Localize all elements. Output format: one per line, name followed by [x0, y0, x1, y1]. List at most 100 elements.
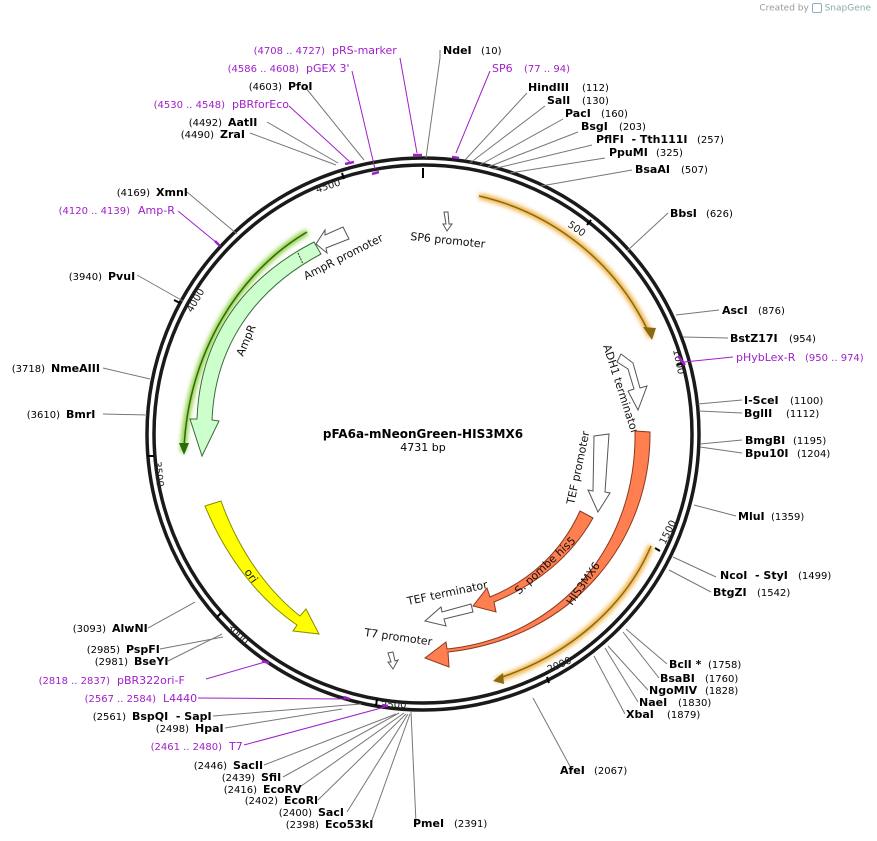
- feature-ori[interactable]: [204, 500, 320, 635]
- primer-phyblex-pos: (950 .. 974): [805, 353, 864, 364]
- site-sacii-name[interactable]: SacII: [233, 759, 263, 772]
- site-alwni-name[interactable]: AlwNI: [112, 622, 148, 635]
- primer-phyblex-name[interactable]: pHybLex-R: [736, 351, 796, 364]
- label-his3mx6: HIS3MX6: [564, 560, 603, 608]
- site-sfii-pos: (2439): [222, 773, 255, 784]
- site-bmri-name[interactable]: BmrI: [66, 408, 95, 421]
- feature-his5[interactable]: [472, 510, 594, 613]
- site-naei-name[interactable]: NaeI: [639, 696, 667, 709]
- site-btgzi-name[interactable]: BtgZI: [713, 586, 747, 599]
- site-nmeaiii-pos: (3718): [12, 364, 45, 375]
- site-bpu10i-name[interactable]: Bpu10I: [745, 447, 789, 460]
- site-asci-name[interactable]: AscI: [722, 304, 748, 317]
- site-ngomiv-name[interactable]: NgoMIV: [649, 684, 698, 697]
- primer-pbrforeco-name[interactable]: pBRforEco: [232, 98, 289, 111]
- site-sali-pos: (130): [582, 96, 609, 107]
- primer-sp6-name[interactable]: SP6: [492, 62, 513, 75]
- site-ecori-name[interactable]: EcoRI: [284, 794, 318, 807]
- site-paci-name[interactable]: PacI: [565, 107, 591, 120]
- site-iscei-name[interactable]: I-SceI: [744, 394, 779, 407]
- site-bsabi-pos: (1760): [705, 674, 738, 685]
- site-aatii-pos: (4492): [189, 118, 222, 129]
- site-ngomiv-pos: (1828): [705, 686, 738, 697]
- site-nmeaiii-name[interactable]: NmeAIII: [51, 362, 100, 375]
- label-tefpromoter: TEF promoter: [564, 430, 593, 507]
- site-hindiii-pos: (112): [582, 83, 609, 94]
- primer-prs-marker-name[interactable]: pRS-marker: [332, 44, 397, 57]
- site-aatii-name[interactable]: AatII: [228, 116, 257, 129]
- primer-l4440-name[interactable]: L4440: [163, 692, 197, 705]
- tick-4000: [173, 299, 181, 304]
- site-bseyi-name[interactable]: BseYI: [134, 655, 168, 668]
- site-ppumi-pos: (325): [656, 148, 683, 159]
- site-eco53ki-name[interactable]: Eco53kI: [325, 818, 373, 831]
- site-paci-pos: (160): [601, 109, 628, 120]
- primer-markers: [214, 153, 686, 708]
- feature-his3mx6-line-head: [493, 673, 504, 684]
- site-bglii-pos: (1112): [786, 409, 819, 420]
- primer-mark-l4440: [343, 695, 351, 701]
- feature-ampr[interactable]: [189, 241, 322, 458]
- primer-mark-pgex: [371, 170, 380, 176]
- site-ndei-name[interactable]: NdeI: [443, 44, 472, 57]
- site-ecori-pos: (2402): [245, 796, 278, 807]
- primer-pbr322ori-pos: (2818 .. 2837): [39, 676, 111, 687]
- site-pfoi-name[interactable]: PfoI: [288, 80, 313, 93]
- site-pmei-name[interactable]: PmeI: [413, 817, 444, 830]
- primer-amp-r-name[interactable]: Amp-R: [138, 204, 175, 217]
- site-ecorv-name[interactable]: EcoRV: [263, 783, 302, 796]
- site-xbai-name[interactable]: XbaI: [626, 708, 654, 721]
- site-bsgi-name[interactable]: BsgI: [581, 120, 608, 133]
- feature-tefpromoter[interactable]: [587, 433, 611, 514]
- feature-amprpromoter[interactable]: [315, 226, 350, 255]
- site-bspqi-pos: (2561): [93, 712, 126, 723]
- site-ppumi-name[interactable]: PpuMI: [609, 146, 648, 159]
- site-bbsi-name[interactable]: BbsI: [670, 207, 697, 220]
- site-bmgbi-pos: (1195): [793, 436, 826, 447]
- site-sali-name[interactable]: SalI: [547, 94, 570, 107]
- site-bsaai-name[interactable]: BsaAI: [635, 163, 670, 176]
- site-xbai-pos: (1879): [667, 710, 700, 721]
- site-zrai-pos: (4490): [181, 130, 214, 141]
- tick-2000: [546, 676, 550, 684]
- primer-pbr322ori-name[interactable]: pBR322ori-F: [117, 674, 185, 687]
- site-sfii-name[interactable]: SfiI: [261, 771, 281, 784]
- site-bseyi-pos: (2981): [95, 657, 128, 668]
- site-bmgbi-name[interactable]: BmgBI: [745, 434, 785, 447]
- site-pvui-name[interactable]: PvuI: [108, 270, 135, 283]
- site-bmri-pos: (3610): [27, 410, 60, 421]
- feature-tefterminator[interactable]: [423, 603, 474, 627]
- site-mlui-name[interactable]: MluI: [738, 510, 765, 523]
- site-hpai-pos: (2498): [156, 724, 189, 735]
- site-labels-left: (4603) PfoI (4492) AatII (4490) ZraI (41…: [12, 80, 374, 831]
- feature-sp6promoter[interactable]: [442, 211, 453, 232]
- primer-mark-pbr322ori: [261, 659, 270, 665]
- site-pspfi-name[interactable]: PspFI: [126, 643, 160, 656]
- leader-lines: [102, 50, 743, 824]
- site-xmni-pos: (4169): [117, 188, 150, 199]
- feature-adh1terminator[interactable]: [616, 353, 648, 412]
- site-zrai-name[interactable]: ZraI: [220, 128, 245, 141]
- site-bstz17i-name[interactable]: BstZ17I: [730, 332, 778, 345]
- feature-his3mx6[interactable]: [423, 430, 651, 668]
- site-hpai-name[interactable]: HpaI: [195, 722, 224, 735]
- snapgene-name: SnapGene: [824, 3, 871, 14]
- site-bspqi-name[interactable]: BspQI - SapI: [132, 710, 212, 723]
- site-bpu10i-pos: (1204): [797, 449, 830, 460]
- site-ncoi-name[interactable]: NcoI - StyI: [720, 569, 788, 582]
- site-saci-name[interactable]: SacI: [318, 806, 344, 819]
- site-alwni-pos: (3093): [73, 624, 106, 635]
- site-bcli-name[interactable]: BclI *: [669, 658, 702, 671]
- primer-pgex-name[interactable]: pGEX 3': [306, 62, 350, 75]
- ampr-separator: [297, 252, 304, 265]
- site-xmni-name[interactable]: XmnI: [156, 186, 188, 199]
- site-bglii-name[interactable]: BglII: [744, 407, 772, 420]
- site-hindiii-name[interactable]: HindIII: [528, 81, 569, 94]
- feature-t7promoter[interactable]: [387, 651, 400, 670]
- site-afei-name[interactable]: AfeI: [560, 764, 585, 777]
- site-bsabi-name[interactable]: BsaBI: [660, 672, 695, 685]
- site-pflfi-name[interactable]: PflFI - Tth111I: [596, 133, 688, 146]
- primer-t7-name[interactable]: T7: [228, 740, 243, 753]
- primer-sp6-pos: (77 .. 94): [524, 64, 570, 75]
